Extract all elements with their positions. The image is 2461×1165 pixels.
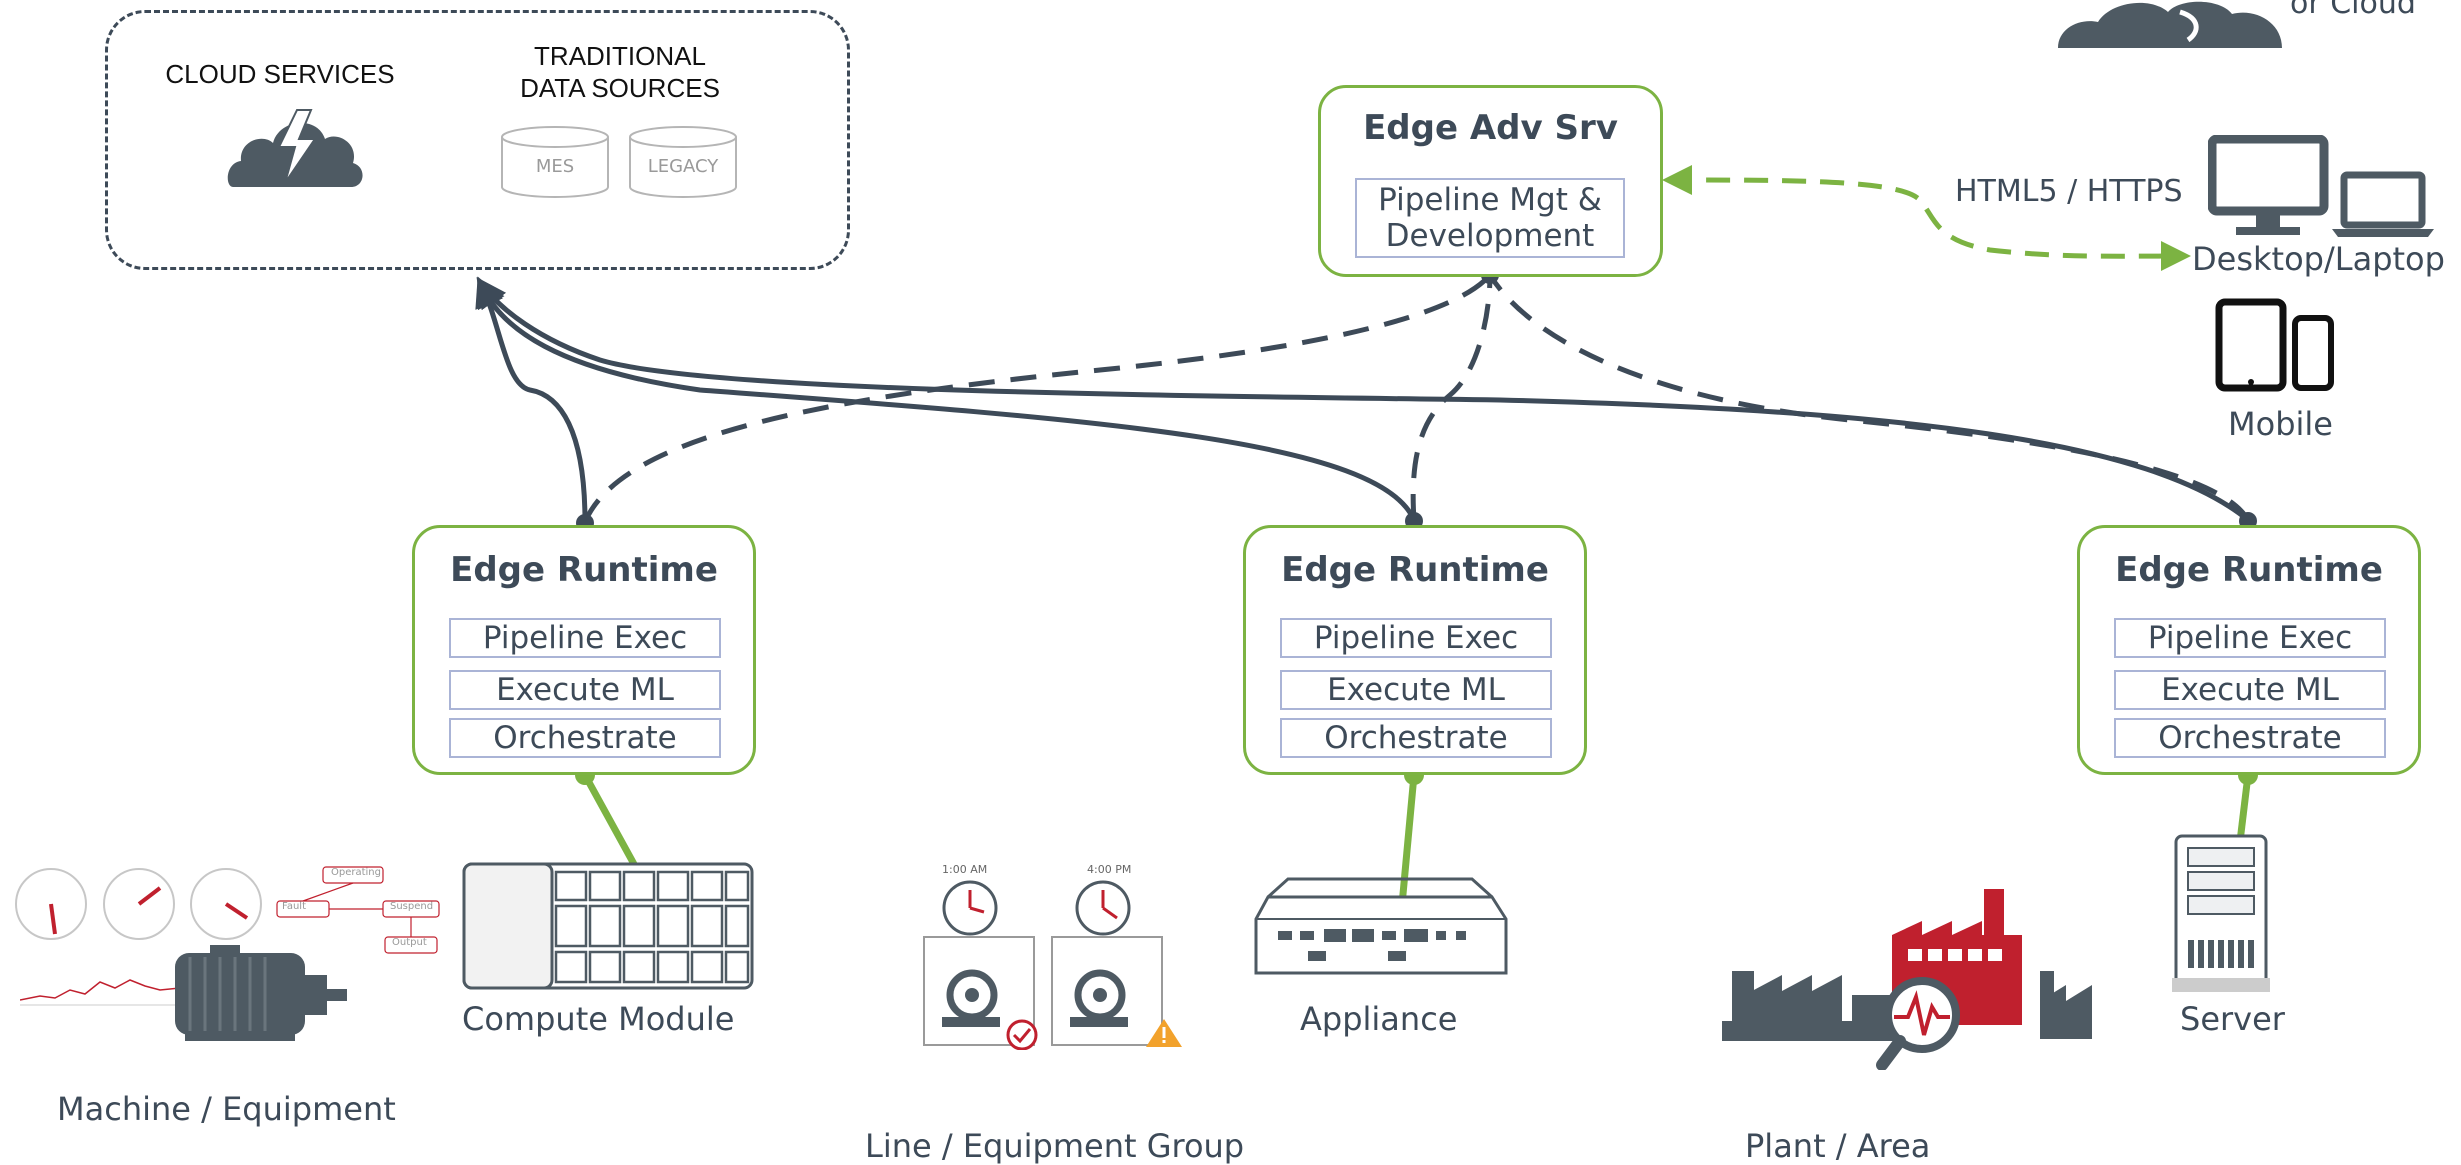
- desktop-laptop-label: Desktop/Laptop: [2192, 240, 2445, 278]
- compute-module-icon: [462, 862, 754, 990]
- runtime3-to-adv-dashed: [1487, 273, 2251, 522]
- orchestrate-box: Orchestrate: [449, 718, 721, 758]
- suspend-label: Suspend: [390, 901, 434, 912]
- execute-ml-box: Execute ML: [2114, 670, 2386, 710]
- edge-runtime-title: Edge Runtime: [450, 550, 718, 590]
- pipeline-exec-box: Pipeline Exec: [449, 618, 721, 658]
- edge-runtime-box-2[interactable]: Edge Runtime Pipeline Exec Execute ML Or…: [1243, 525, 1587, 775]
- cloud-data-sources-box: [105, 10, 850, 270]
- legacy-database-icon: [629, 126, 737, 198]
- trend-line-icon: [20, 979, 185, 1006]
- html5-dashed-link: [1662, 165, 2191, 272]
- cloud-services-label: CLOUD SERVICES: [165, 59, 395, 89]
- edge-runtime-title: Edge Runtime: [2115, 550, 2383, 590]
- runtime2-to-cloud-line: [475, 276, 1417, 521]
- timer-1-label: 1:00 AM: [942, 863, 988, 876]
- traditional-data-sources-label: TRADITIONAL DATA SOURCES: [520, 41, 720, 103]
- execute-ml-box: Execute ML: [449, 670, 721, 710]
- clock-icon: [942, 880, 998, 936]
- mes-database-icon: [501, 126, 609, 198]
- orchestrate-box: Orchestrate: [1280, 718, 1552, 758]
- pipeline-exec-box: Pipeline Exec: [2114, 618, 2386, 658]
- top-right-cloud-icon: [2058, 1, 2282, 48]
- runtime1-to-adv-dashed: [582, 273, 1492, 523]
- line-equipment-group-label: Line / Equipment Group: [865, 1127, 1245, 1165]
- runtime2-to-adv-dashed: [1410, 274, 1493, 521]
- html5-https-label: HTML5 / HTTPS: [1955, 174, 2183, 209]
- plant-area-label: Plant / Area: [1745, 1127, 1931, 1165]
- pipeline-mgt-dev-box: Pipeline Mgt & Development: [1355, 178, 1625, 258]
- edge-runtime-title: Edge Runtime: [1281, 550, 1549, 590]
- clock-icon: [1075, 880, 1131, 936]
- machine-equipment-label: Machine / Equipment: [57, 1090, 396, 1128]
- server-icon: [2172, 834, 2270, 992]
- server-label: Server: [2180, 1000, 2285, 1038]
- runtime3-to-cloud-line: [476, 277, 2250, 522]
- or-cloud-label: or Cloud: [2290, 0, 2416, 21]
- operating-label: Operating: [331, 867, 381, 878]
- cloud-lightning-icon: [227, 109, 363, 187]
- pump-warning-icon: [1051, 936, 1182, 1047]
- edge-runtime-box-3[interactable]: Edge Runtime Pipeline Exec Execute ML Or…: [2077, 525, 2421, 775]
- runtime1-to-cloud-line: [477, 276, 588, 523]
- fault-label: Fault: [282, 901, 306, 912]
- edge-adv-srv-box[interactable]: Edge Adv Srv Pipeline Mgt & Development: [1318, 85, 1663, 277]
- state-flow-icon: [276, 866, 440, 954]
- appliance-icon: [1254, 877, 1508, 975]
- pipeline-exec-box: Pipeline Exec: [1280, 618, 1552, 658]
- compute-module-label: Compute Module: [462, 1000, 735, 1038]
- appliance-label: Appliance: [1300, 1000, 1458, 1038]
- mes-db-label: MES: [535, 156, 575, 177]
- edge-adv-srv-title: Edge Adv Srv: [1363, 108, 1618, 148]
- mobile-label: Mobile: [2228, 405, 2333, 443]
- desktop-laptop-icon: [2208, 135, 2434, 237]
- orchestrate-box: Orchestrate: [2114, 718, 2386, 758]
- output-label: Output: [392, 937, 427, 948]
- timer-2-label: 4:00 PM: [1087, 863, 1132, 876]
- pump-ok-icon: [923, 936, 1038, 1050]
- mobile-devices-icon: [2215, 298, 2334, 392]
- legacy-db-label: LEGACY: [647, 156, 719, 177]
- gauge-needles: [49, 886, 249, 935]
- execute-ml-box: Execute ML: [1280, 670, 1552, 710]
- runtime2-to-appliance-line: [1398, 774, 1418, 906]
- edge-runtime-box-1[interactable]: Edge Runtime Pipeline Exec Execute ML Or…: [412, 525, 756, 775]
- motor-icon: [175, 945, 347, 1041]
- plant-factory-icon: [1722, 889, 2092, 1070]
